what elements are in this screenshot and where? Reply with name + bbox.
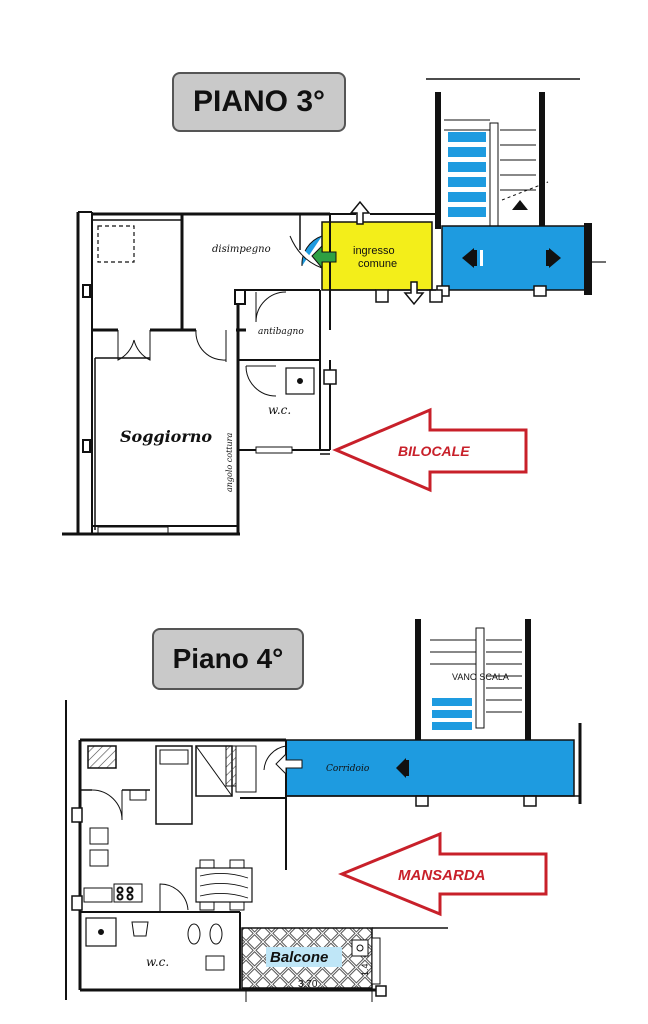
room-wc-3-label: w.c.: [268, 403, 291, 417]
floor-3-plan: [62, 78, 606, 536]
floor-4-plan: [65, 619, 582, 1002]
exit-arrow-up: [349, 200, 371, 225]
bilocale-arrow: [332, 407, 528, 493]
comune-label: comune: [358, 258, 397, 270]
stair-4-blue-steps: [432, 698, 472, 730]
bilocale-label: BILOCALE: [398, 443, 470, 459]
mansarda-arrow: [338, 831, 548, 917]
balcone-label: Balcone: [270, 949, 328, 966]
stair-blue-steps: [448, 132, 486, 217]
landing-double-arrow-right: [546, 248, 561, 268]
corridor-entry-arrow: [275, 752, 303, 776]
exit-arrow-down: [403, 281, 425, 306]
balcone-depth-label: 1.4: [360, 963, 370, 976]
vano-scala-label: VANO SCALA: [452, 672, 509, 682]
landing-double-arrow-left: [462, 248, 483, 268]
floor-3-title: PIANO 3°: [172, 72, 346, 132]
corridoio-label: Corridoio: [326, 764, 370, 774]
ingresso-label: ingresso: [353, 245, 395, 257]
floor-4-title: Piano 4°: [152, 628, 304, 690]
balcone-width-label: 3.70: [298, 979, 318, 990]
balcone-label-bg: [266, 947, 342, 967]
room-wc-4-label: w.c.: [146, 955, 169, 969]
corridor-floor-4: [285, 739, 575, 797]
angolo-cottura-label: angolo cottura: [225, 433, 234, 492]
entry-arrow-green: [311, 244, 337, 270]
mansarda-label: MANSARDA: [398, 867, 486, 884]
room-antibagno-label: antibagno: [258, 327, 304, 337]
room-soggiorno-label: Soggiorno: [120, 427, 212, 446]
room-disimpegno-label: disimpegno: [212, 244, 271, 255]
